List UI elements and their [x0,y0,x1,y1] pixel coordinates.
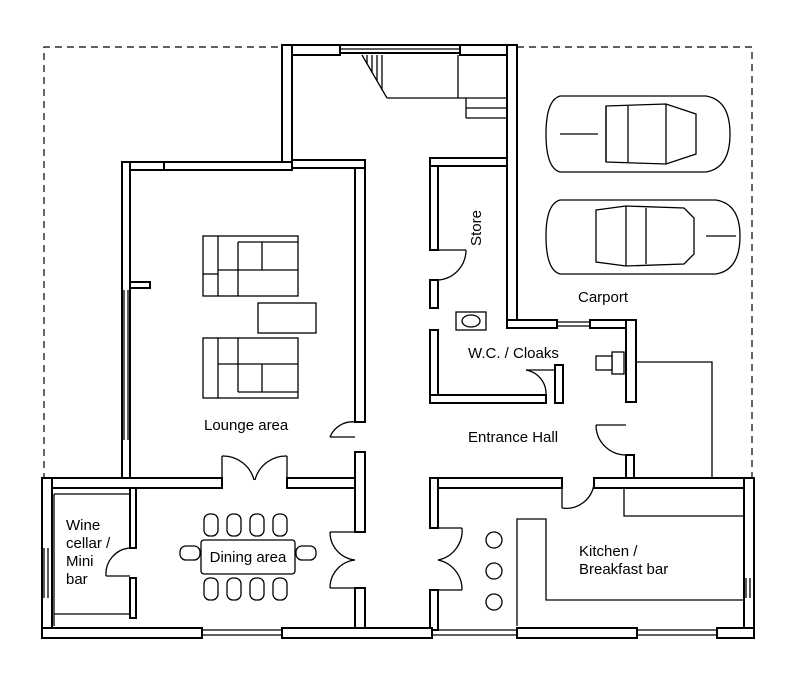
kitchen-worktop [623,488,744,517]
wine-cellar-label: Mini [66,553,94,570]
dining-area-label: Dining area [210,549,287,566]
car-icon [545,95,731,173]
carport-label: Carport [578,289,629,306]
lounge-sofa-bottom [202,337,299,399]
wc-cloaks-label: W.C. / Cloaks [468,345,559,362]
lounge-area-label: Lounge area [204,417,289,434]
doors [105,249,627,591]
windows [43,48,751,636]
toilet [595,351,625,375]
washbasin [455,311,487,331]
entrance-porch-outline [636,361,713,478]
kitchen-label: Kitchen / [579,543,638,560]
car-icon [545,199,741,275]
kitchen-hob [485,531,503,611]
wine-cellar-label: Wine [66,517,100,534]
staircase [361,54,507,119]
breakfast-bar [516,518,744,626]
washbasin-bowl [461,314,481,328]
wine-cellar-label: bar [66,571,88,588]
store-label: Store [468,210,485,246]
site-boundary [43,46,753,480]
kitchen-label: Breakfast bar [579,561,668,578]
lounge-sofa-top [202,235,299,297]
wine-cellar-label: cellar / [66,535,111,552]
dining-table-set [179,513,317,601]
coffee-table [257,302,317,334]
entrance-hall-label: Entrance Hall [468,429,558,446]
